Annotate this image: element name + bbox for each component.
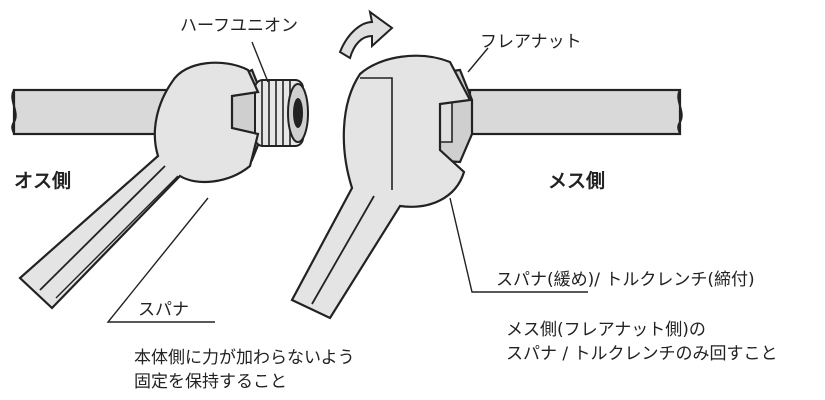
left-note-line-2: 固定を保持すること bbox=[134, 372, 287, 392]
male-side-label: オス側 bbox=[14, 170, 72, 192]
left-spanner-label: スパナ bbox=[138, 300, 189, 320]
left-note: 本体側に力が加わらないよう 固定を保持すること bbox=[134, 346, 355, 394]
right-note-line-2: スパナ / トルクレンチのみ回すこと bbox=[506, 344, 778, 364]
rotation-arrow bbox=[338, 9, 394, 60]
female-side-label: メス側 bbox=[548, 170, 606, 192]
flare-nut-label: フレアナット bbox=[480, 32, 582, 52]
leader-lines bbox=[106, 41, 588, 323]
right-note: メス側(フレアナット側)の スパナ / トルクレンチのみ回すこと bbox=[506, 318, 778, 366]
left-spanner bbox=[18, 61, 260, 310]
right-spanner-label: スパナ(緩め)/ トルクレンチ(締付) bbox=[496, 270, 755, 290]
female-pipe bbox=[468, 88, 683, 136]
right-spanner bbox=[290, 54, 472, 320]
half-union-label: ハーフユニオン bbox=[180, 16, 298, 36]
right-note-line-1: メス側(フレアナット側)の bbox=[506, 320, 706, 340]
left-note-line-1: 本体側に力が加わらないよう bbox=[134, 348, 355, 368]
